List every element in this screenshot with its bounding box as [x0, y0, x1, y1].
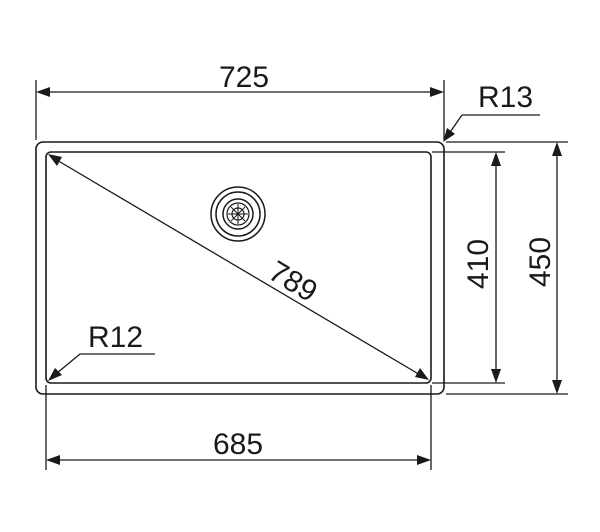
arrowhead [552, 142, 562, 156]
outer-width-dimension: 725 [35, 61, 445, 140]
arrowhead [36, 87, 50, 97]
arrowhead [430, 87, 444, 97]
outer-width-label: 725 [219, 61, 269, 94]
outer-height-dimension: 450 [446, 141, 568, 395]
outer-rim [35, 141, 445, 395]
inner-bowl [45, 151, 432, 384]
diagonal-label: 789 [263, 255, 323, 309]
arrowhead [415, 368, 429, 380]
outer-height-label: 450 [524, 237, 557, 287]
sink-body [35, 141, 445, 395]
arrowhead [443, 128, 455, 142]
outer-radius-callout: R13 [443, 81, 540, 142]
arrowhead [417, 455, 431, 465]
arrowhead [46, 455, 60, 465]
arrowhead [48, 368, 62, 381]
drain-icon [210, 186, 266, 242]
inner-width-dimension: 685 [45, 385, 432, 470]
arrowhead [48, 154, 62, 166]
arrowhead [552, 380, 562, 394]
inner-radius-callout: R12 [48, 321, 155, 381]
arrowhead [491, 369, 501, 383]
inner-radius-label: R12 [88, 321, 143, 354]
outer-radius-label: R13 [478, 81, 533, 114]
arrowhead [491, 152, 501, 166]
inner-width-label: 685 [213, 428, 263, 461]
inner-height-dimension: 410 [432, 151, 505, 384]
inner-height-label: 410 [462, 239, 495, 289]
